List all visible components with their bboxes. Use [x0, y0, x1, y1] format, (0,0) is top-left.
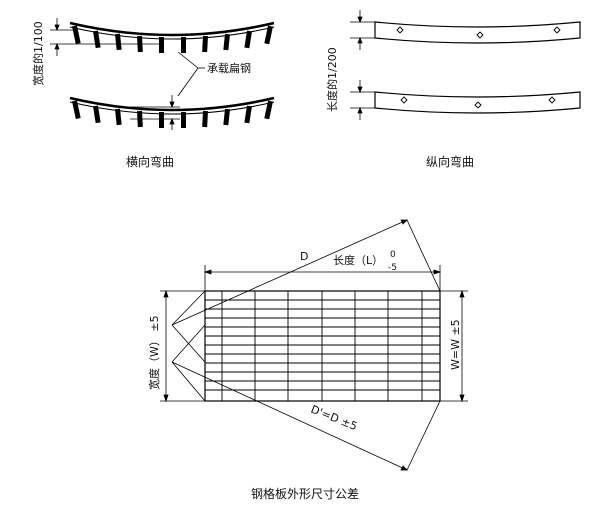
longitudinal-bending-figure — [350, 10, 581, 120]
upper-bearing-bars — [72, 25, 273, 53]
length-label: 长度（L） — [333, 253, 383, 267]
upper-beam-outline — [374, 21, 581, 44]
width-label-right: W=W ±5 — [449, 319, 462, 370]
transverse-side-label: 宽度的1/100 — [31, 21, 45, 86]
diagonal-d-upper — [171, 219, 441, 326]
lower-deflection-dimension — [130, 95, 180, 130]
length-dimension — [203, 265, 442, 291]
transverse-caption: 横向弯曲 — [126, 154, 174, 169]
lower-deflection-dimension-right — [350, 80, 375, 120]
upper-deflection-dimension — [50, 18, 160, 56]
grating-plan-figure — [160, 219, 468, 471]
length-tol-bottom: -5 — [388, 263, 397, 273]
lower-grating-top-edge — [69, 96, 275, 112]
width-dimension-left — [160, 289, 205, 403]
upper-grating-top-edge — [69, 21, 275, 37]
panel-cross-bars — [221, 291, 423, 401]
diagonal-d-label: D — [300, 250, 308, 263]
longitudinal-side-label: 长度的1/200 — [325, 47, 339, 112]
upper-beam-markers — [396, 26, 561, 39]
length-tol-top: 0 — [390, 250, 396, 260]
lower-bearing-bars — [72, 100, 273, 128]
bearing-bar-callout-leaders — [177, 51, 205, 97]
longitudinal-caption: 纵向弯曲 — [426, 154, 474, 169]
bearing-bar-label: 承载扁钢 — [207, 62, 251, 75]
upper-deflection-dimension-right — [350, 10, 375, 50]
diagonal-d-lower — [171, 324, 441, 471]
lower-beam-markers — [400, 96, 556, 109]
transverse-bending-figure — [50, 18, 275, 130]
bottom-caption: 钢格板外形尺寸公差 — [251, 486, 359, 501]
width-dimension-right — [440, 289, 468, 403]
width-label-left: 宽度（W） ±5 — [147, 315, 161, 390]
panel-bearing-bars — [205, 299, 440, 391]
grating-panel — [204, 290, 441, 402]
lower-beam-outline — [374, 91, 581, 114]
